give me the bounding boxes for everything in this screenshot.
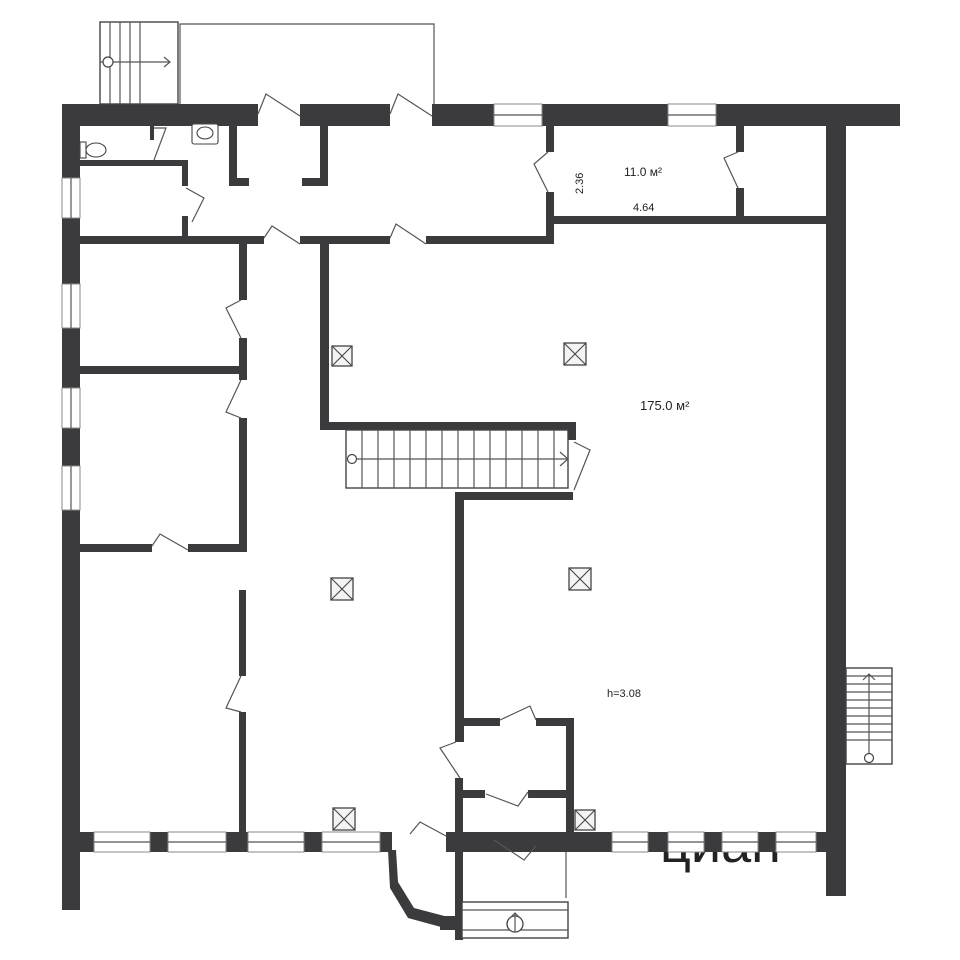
vent-shaft-icon — [563, 342, 587, 366]
toilet-icon — [79, 141, 107, 159]
right-stair — [845, 667, 893, 765]
doors — [151, 23, 739, 898]
vent-shaft-icon — [568, 567, 592, 591]
bottom-stair — [461, 901, 569, 939]
vent-shaft-icon — [331, 345, 353, 367]
vent-shaft-icon — [574, 809, 596, 831]
windows — [61, 103, 817, 853]
room-area-small: 11.0 м² — [624, 165, 662, 179]
room-area-main: 175.0 м² — [640, 398, 690, 413]
room-height-label: 2.36 — [574, 173, 586, 194]
ceiling-height-label: h=3.08 — [607, 688, 641, 700]
top-stair — [99, 21, 179, 105]
room-width-label: 4.64 — [633, 202, 654, 214]
vent-shaft-icon — [330, 577, 354, 601]
main-stair — [345, 429, 569, 489]
sink-icon — [191, 123, 219, 145]
vent-shaft-icon — [332, 807, 356, 831]
